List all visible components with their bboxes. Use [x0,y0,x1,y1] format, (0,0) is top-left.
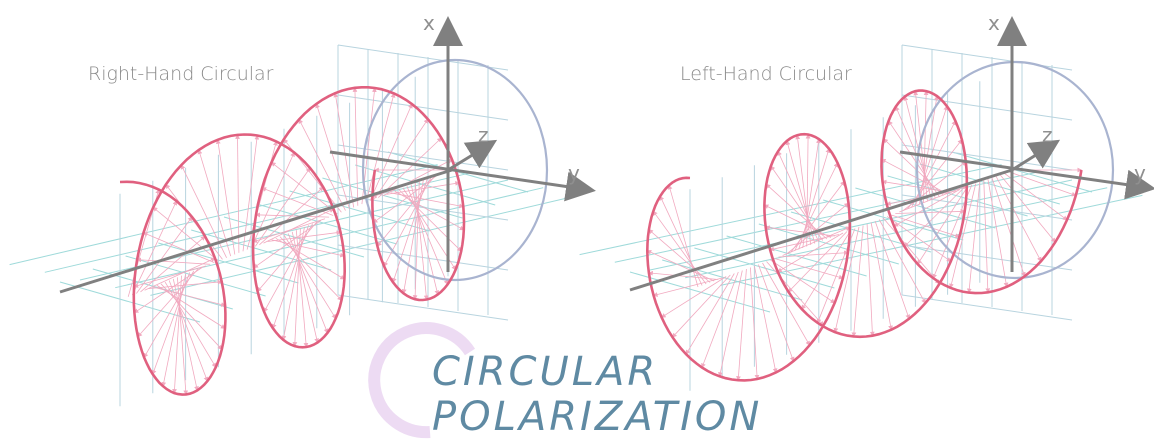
title-line-1: CIRCULAR [432,349,658,395]
panel-title: Right-Hand Circular [88,63,274,85]
x-axis-label: x [988,11,1000,35]
field-vectors [127,87,465,396]
y-axis-arrow [899,150,1154,200]
y-axis-arrow [329,150,596,202]
left-hand-circular-panel: Left-Hand Circular x y z [579,11,1154,391]
propagation-axis [59,168,453,294]
right-hand-circular-panel: Right-Hand Circular x y z [9,11,596,407]
z-axis-label: z [1042,123,1053,147]
z-axis-label: z [478,123,489,147]
title-swirl-decoration [368,322,476,439]
propagation-axis [629,168,1013,292]
reference-circle [915,60,1115,280]
y-axis-label: y [568,161,580,185]
reference-circle [361,58,549,282]
panel-title: Left-Hand Circular [680,63,852,85]
helix-curve [119,86,466,396]
x-axis-label: x [423,11,435,35]
z-axis-arrow [1011,139,1061,172]
helix-curve [645,89,1083,382]
z-axis-arrow [447,139,498,172]
title-line-2: POLARIZATION [432,394,762,440]
y-axis-label: y [1134,161,1146,185]
